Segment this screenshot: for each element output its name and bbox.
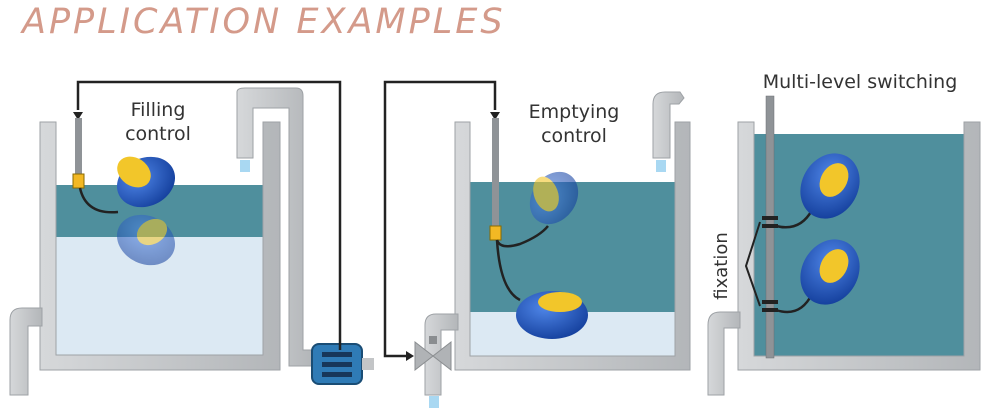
outlet-pipe xyxy=(707,311,741,396)
emptying-panel xyxy=(383,80,691,408)
rod xyxy=(75,118,82,178)
float-switch xyxy=(516,291,588,339)
multilevel-panel xyxy=(707,95,981,396)
filling-label-line2: control xyxy=(125,123,191,145)
cable-arrow xyxy=(73,112,83,120)
pump xyxy=(311,343,374,385)
multilevel-label: Multi-level switching xyxy=(762,71,958,93)
water-level xyxy=(754,134,964,356)
float-switch-lower xyxy=(800,239,860,305)
inlet-pipe xyxy=(652,91,685,159)
fixation-pointer xyxy=(744,221,761,307)
water-drop xyxy=(656,160,666,172)
float-switch-upper xyxy=(800,153,860,219)
clamp xyxy=(489,225,502,241)
tank xyxy=(737,121,981,371)
filling-panel xyxy=(9,80,374,396)
float-switch-ghost xyxy=(529,171,579,225)
float-switch-ghost xyxy=(116,214,176,266)
emptying-label: Emptying control xyxy=(520,100,628,148)
valve xyxy=(414,336,452,372)
water-drop xyxy=(240,160,250,172)
emptying-label-line1: Emptying xyxy=(528,101,620,123)
tank xyxy=(454,121,691,371)
outlet-pipe xyxy=(424,313,459,396)
emptying-label-line2: control xyxy=(541,125,607,147)
float-switch xyxy=(116,156,176,208)
clamp xyxy=(72,173,85,189)
fixation-clamp xyxy=(762,216,778,220)
cable xyxy=(383,80,497,358)
fixation-label: fixation xyxy=(711,232,732,300)
rod xyxy=(492,118,499,230)
page-title: APPLICATION EXAMPLES xyxy=(22,2,506,42)
filling-label: Filling control xyxy=(112,98,204,146)
filling-label-line1: Filling xyxy=(130,99,186,121)
cable xyxy=(76,80,342,350)
tank xyxy=(39,121,281,371)
fixation-clamp xyxy=(762,300,778,304)
outlet-pipe xyxy=(9,307,43,396)
